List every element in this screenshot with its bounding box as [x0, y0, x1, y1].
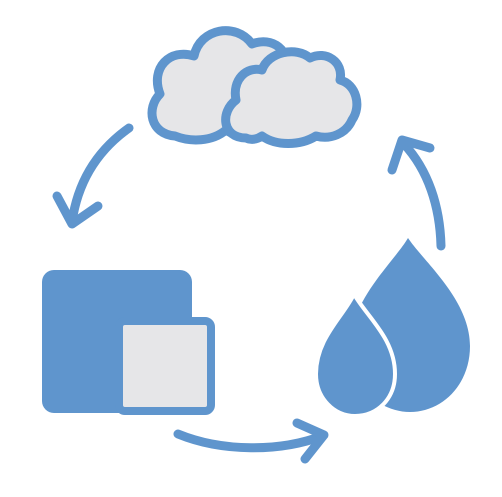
arrow-cloud-to-panels: [52, 123, 134, 229]
front-cloud: [221, 47, 362, 148]
arrow-drops-to-cloud: [387, 135, 446, 251]
small-drop: [313, 289, 398, 419]
small-panel: [115, 317, 215, 415]
cycle-arrows-icon: [52, 123, 446, 464]
water-drops-icon: [313, 238, 470, 419]
arrow-panels-to-drops: [173, 418, 329, 464]
window-panels-icon: [42, 270, 215, 415]
cloud-icon: [147, 26, 362, 148]
